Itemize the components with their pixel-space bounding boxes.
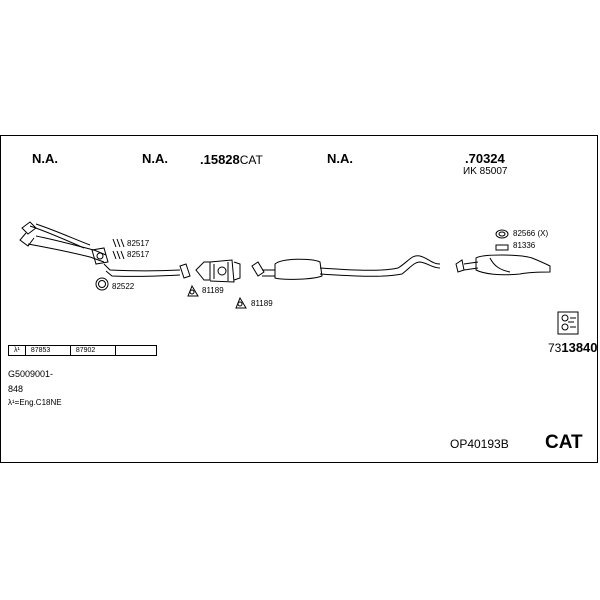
gasket-ring-icon [95,277,109,291]
lambda-cell: λ¹ [8,345,26,356]
catalyst-ref: .15828CAT [200,152,263,168]
diagram-frame [0,135,598,463]
catalyst-cat-suffix: CAT [239,153,263,167]
ref-cell-3 [114,345,157,356]
ref-cell-2: 87902 [69,345,116,356]
front-pipe-drawing [19,221,109,265]
clamp-icons [112,238,125,260]
part-81189-b: 81189 [251,299,273,308]
kit-symbol-icon [557,311,579,335]
part-81189-a: 81189 [202,286,224,295]
article-number-suffix: 13840 [561,340,598,355]
part-82566: 82566 (X) [513,229,549,238]
header-label-2: N.A. [142,151,168,166]
cat-label: CAT [545,432,583,453]
article-number: 7313840 [548,340,598,356]
catalytic-converter-drawing [195,259,241,283]
triangle-gasket-icon-1 [187,284,199,297]
footer-line-2: 848 [8,384,24,394]
model-code: OP40193B [450,437,509,451]
part-82517-a: 82517 [127,239,150,248]
footer-line-3: λ¹=Eng.C18NE [8,398,62,407]
catalyst-ref-number: .15828 [200,152,240,167]
header-label-4: N.A. [327,151,353,166]
middle-silencer-drawing [251,255,441,280]
sub-ref: ИK 85007 [463,166,508,177]
header-label-5: .70324 [465,151,505,166]
part-82517-b: 82517 [127,250,150,259]
footer-line-1: G5009001- [8,369,54,379]
rear-silencer-drawing [455,254,551,276]
triangle-gasket-icon-2 [235,296,247,309]
article-number-prefix: 73 [548,341,562,355]
rubber-mount-icon [495,229,509,239]
reference-table: λ¹ 87853 87902 [8,345,157,356]
part-82522: 82522 [112,282,135,291]
intermediate-pipe-drawing [103,263,191,279]
table-row: λ¹ 87853 87902 [8,345,157,356]
part-81336: 81336 [513,241,536,250]
ref-cell-1: 87853 [24,345,71,356]
bracket-icon [495,244,509,251]
header-label-1: N.A. [32,151,58,166]
